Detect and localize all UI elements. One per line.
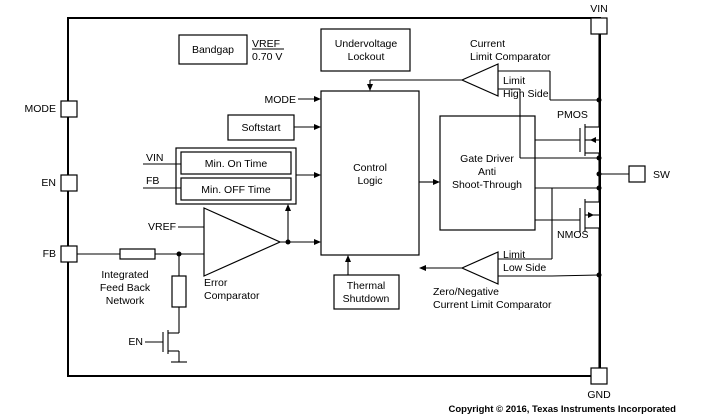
pin-gnd: GND bbox=[587, 367, 611, 401]
fb-signal-label: FB bbox=[146, 175, 159, 187]
pin-vin: VIN bbox=[590, 3, 608, 35]
gate-driver-label-2: Anti bbox=[478, 166, 496, 178]
current-limit-label-2: Limit Comparator bbox=[470, 51, 551, 63]
svg-text:EN: EN bbox=[41, 177, 56, 189]
en-signal-label: EN bbox=[128, 336, 143, 348]
error-comparator-label-2: Comparator bbox=[204, 290, 260, 302]
svg-text:SW: SW bbox=[653, 169, 670, 181]
min-on-time-block bbox=[180, 151, 292, 175]
feedback-resistor bbox=[119, 248, 156, 260]
bandgap-label: Bandgap bbox=[192, 44, 234, 56]
nmos-transistor bbox=[535, 199, 599, 232]
uvlo-label-2: Lockout bbox=[348, 51, 385, 63]
limit-low-label-2: Low Side bbox=[503, 262, 546, 274]
feedback-resistor-2 bbox=[171, 275, 187, 308]
pin-mode: MODE bbox=[25, 100, 78, 118]
limit-high-label-1: Limit bbox=[503, 75, 525, 87]
thermal-shutdown-label-2: Shutdown bbox=[343, 293, 390, 305]
error-comparator-label-1: Error bbox=[204, 277, 228, 289]
min-on-time-label: Min. On Time bbox=[205, 158, 268, 170]
en-switch-transistor bbox=[145, 330, 187, 363]
current-limit-label-1: Current bbox=[470, 38, 505, 50]
limit-low-label-1: Limit bbox=[503, 249, 525, 261]
high-side-current-comparator bbox=[460, 63, 499, 97]
error-comparator bbox=[203, 207, 282, 277]
vref-signal-label: VREF bbox=[148, 221, 176, 233]
svg-text:VIN: VIN bbox=[590, 3, 608, 15]
svg-text:FB: FB bbox=[43, 248, 56, 260]
thermal-shutdown-label-1: Thermal bbox=[347, 280, 386, 292]
zero-negative-label-1: Zero/Negative bbox=[433, 286, 499, 298]
pmos-transistor bbox=[535, 124, 599, 156]
copyright-text: Copyright © 2016, Texas Instruments Inco… bbox=[449, 404, 677, 415]
feedback-network-label-2: Feed Back bbox=[100, 282, 151, 294]
vref-value: 0.70 V bbox=[252, 51, 282, 63]
chip-outline bbox=[67, 17, 601, 377]
feedback-network-label-3: Network bbox=[106, 295, 145, 307]
control-logic-block bbox=[320, 90, 420, 256]
mode-signal-label: MODE bbox=[265, 94, 297, 106]
control-logic-label-1: Control bbox=[353, 162, 387, 174]
min-off-time-label: Min. OFF Time bbox=[201, 184, 271, 196]
bandgap-block bbox=[178, 34, 248, 65]
undervoltage-lockout-block bbox=[320, 28, 411, 72]
thermal-shutdown-block bbox=[333, 274, 400, 310]
low-side-current-comparator bbox=[460, 251, 499, 285]
softstart-label: Softstart bbox=[241, 122, 280, 134]
softstart-block bbox=[227, 114, 295, 141]
vin-signal-label: VIN bbox=[146, 152, 164, 164]
uvlo-label-1: Undervoltage bbox=[335, 38, 398, 50]
limit-high-label-2: High Side bbox=[503, 88, 549, 100]
pin-sw: SW bbox=[628, 165, 670, 183]
pmos-label: PMOS bbox=[557, 109, 588, 121]
feedback-network-label-1: Integrated bbox=[101, 269, 148, 281]
gate-driver-label-1: Gate Driver bbox=[460, 153, 514, 165]
pin-fb: FB bbox=[43, 245, 78, 263]
zero-negative-label-2: Current Limit Comparator bbox=[433, 299, 552, 311]
min-off-time-block bbox=[180, 177, 292, 201]
control-logic-label-2: Logic bbox=[357, 175, 382, 187]
nmos-label: NMOS bbox=[557, 229, 589, 241]
pin-en: EN bbox=[41, 174, 78, 192]
gate-driver-block bbox=[439, 115, 536, 231]
svg-text:MODE: MODE bbox=[25, 103, 57, 115]
vref-label: VREF bbox=[252, 38, 280, 50]
gate-driver-label-3: Shoot-Through bbox=[452, 179, 522, 191]
svg-text:GND: GND bbox=[587, 389, 611, 401]
